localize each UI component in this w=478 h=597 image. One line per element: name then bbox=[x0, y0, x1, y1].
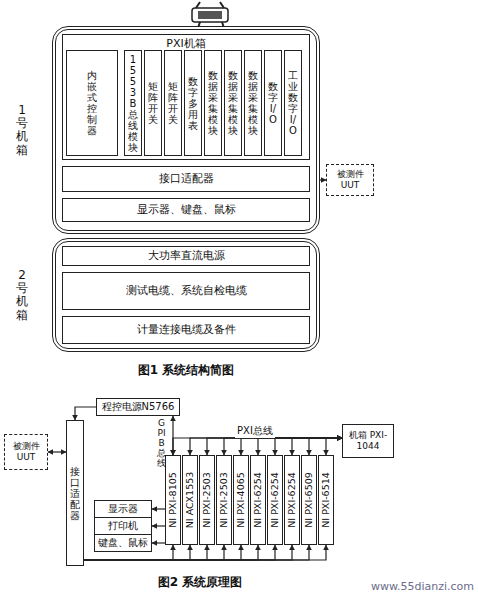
node-text: 1553B总线模块 bbox=[128, 54, 138, 153]
pxi-module: NI PXI-6254 bbox=[250, 455, 266, 545]
node-text: 程控电源N5766 bbox=[102, 401, 175, 413]
node-text: NI PXI-6254 bbox=[286, 472, 297, 528]
node-text: 2号机箱 bbox=[16, 269, 28, 322]
node-text: 显示器、键盘、鼠标 bbox=[137, 203, 236, 216]
watermark: www.55dianzi.com bbox=[371, 580, 474, 593]
node-text: 测试电缆、系统自检电缆 bbox=[126, 284, 247, 297]
node-text: 被测件 UUT bbox=[327, 169, 373, 191]
connector bbox=[309, 438, 342, 455]
node-text: NI PXI-8105 bbox=[167, 472, 178, 528]
pxi-module: 工业数字I/O bbox=[284, 50, 302, 156]
controller-module: 内嵌式控制器 bbox=[66, 50, 118, 156]
node-text: NI PXI-6514 bbox=[320, 472, 331, 528]
connector bbox=[173, 438, 342, 455]
connector bbox=[275, 438, 342, 455]
node-text: PXI机箱 bbox=[63, 37, 309, 50]
node-text: 数据采集模块 bbox=[228, 70, 238, 136]
node-text: 机箱 PXI-1044 bbox=[343, 430, 393, 452]
connector bbox=[190, 438, 342, 455]
connector bbox=[152, 508, 165, 509]
power-band: 大功率直流电源 bbox=[62, 246, 310, 266]
connector bbox=[292, 438, 342, 455]
cabinet-1: 1号机箱PXI机箱内嵌式控制器1553B总线模块矩阵开关矩阵开关数字多用表数据采… bbox=[52, 26, 320, 234]
pxi-module: NI PXI-6254 bbox=[284, 455, 300, 545]
node-text: 矩阵开关 bbox=[148, 81, 158, 125]
node-text: 接口适配器 bbox=[159, 172, 214, 185]
connector bbox=[48, 451, 66, 452]
pxi-module: NI PXI-8105 bbox=[165, 455, 181, 545]
node-text: 被测件 UUT bbox=[5, 441, 47, 463]
node-text: 数据采集模块 bbox=[208, 70, 218, 136]
bus-label: GPIB总线 bbox=[157, 419, 166, 468]
cable-band: 测试电缆、系统自检电缆 bbox=[62, 272, 310, 310]
node-text: 数字多用表 bbox=[188, 76, 198, 131]
handle-legs bbox=[196, 2, 224, 28]
peripheral-band: 显示器、键盘、鼠标 bbox=[62, 198, 310, 222]
pxi-module: NI PXI-6254 bbox=[267, 455, 283, 545]
printer-box: 打印机 bbox=[94, 517, 152, 535]
node-text: 接口适配器 bbox=[70, 466, 80, 521]
uut-box: 被测件 UUT bbox=[326, 164, 374, 196]
node-text: NI PXI-6254 bbox=[252, 472, 263, 528]
handle-body bbox=[192, 8, 228, 22]
connector bbox=[152, 542, 165, 543]
pxi-module: 数据采集模块 bbox=[244, 50, 262, 156]
node-text: 打印机 bbox=[108, 520, 138, 532]
pxi-module: 矩阵开关 bbox=[144, 50, 162, 156]
keyboard-box: 键盘、鼠标 bbox=[94, 534, 152, 552]
node-text: NI PXI-2503 bbox=[201, 472, 212, 528]
node-text: 数据采集模块 bbox=[248, 70, 258, 136]
pxi-module: 1553B总线模块 bbox=[124, 50, 142, 156]
figure-caption: 图1 系统结构简图 bbox=[138, 362, 235, 379]
pxi-module: NI PXI-2503 bbox=[199, 455, 215, 545]
connector bbox=[75, 407, 96, 420]
cabinet-2: 2号机箱大功率直流电源测试电缆、系统自检电缆计量连接电缆及备件 bbox=[52, 238, 320, 352]
display-box: 显示器 bbox=[94, 500, 152, 518]
pxi-module: NI PXI-6509 bbox=[301, 455, 317, 545]
connector bbox=[224, 438, 342, 455]
node-text: NI PXI-6509 bbox=[303, 472, 314, 528]
pxi-module: 数字多用表 bbox=[184, 50, 202, 156]
chassis-box: 机箱 PXI-1044 bbox=[342, 424, 394, 458]
power-supply-box: 程控电源N5766 bbox=[96, 398, 180, 416]
uut-box: 被测件 UUT bbox=[4, 434, 48, 470]
pxi-module: NI PXI-6514 bbox=[318, 455, 334, 545]
pxi-chassis: PXI机箱内嵌式控制器1553B总线模块矩阵开关矩阵开关数字多用表数据采集模块数… bbox=[62, 34, 310, 160]
node-text: NI PXI-6254 bbox=[269, 472, 280, 528]
node-text: 内嵌式控制器 bbox=[87, 70, 97, 136]
node-text: 大功率直流电源 bbox=[148, 249, 225, 262]
handle-grip bbox=[198, 11, 222, 19]
connector bbox=[241, 438, 342, 455]
connector bbox=[326, 438, 342, 455]
node-text: 键盘、鼠标 bbox=[98, 537, 148, 549]
connector bbox=[152, 525, 165, 526]
node-text: 数字I/O bbox=[268, 81, 278, 125]
node-text: 矩阵开关 bbox=[168, 81, 178, 125]
pxi-module: 数据采集模块 bbox=[204, 50, 222, 156]
node-text: NI PXI-2503 bbox=[218, 472, 229, 528]
node-text: 计量连接电缆及备件 bbox=[137, 323, 236, 336]
interface-adapter: 接口适配器 bbox=[66, 420, 84, 566]
node-text: NI ACX1553 bbox=[184, 472, 195, 529]
pxi-module: NI ACX1553 bbox=[182, 455, 198, 545]
node-text: 1号机箱 bbox=[16, 104, 28, 157]
spares-band: 计量连接电缆及备件 bbox=[62, 316, 310, 344]
bus-label: PXI总线 bbox=[235, 424, 275, 438]
node-text: NI PXI-4065 bbox=[235, 472, 246, 528]
figure-caption: 图2 系统原理图 bbox=[158, 574, 243, 591]
pxi-module: NI PXI-2503 bbox=[216, 455, 232, 545]
pxi-module: 矩阵开关 bbox=[164, 50, 182, 156]
adapter-band: 接口适配器 bbox=[62, 166, 310, 192]
pxi-module: NI PXI-4065 bbox=[233, 455, 249, 545]
pxi-module: 数字I/O bbox=[264, 50, 282, 156]
pxi-module: 数据采集模块 bbox=[224, 50, 242, 156]
node-text: 显示器 bbox=[108, 503, 138, 515]
node-text: 工业数字I/O bbox=[288, 70, 298, 136]
connector bbox=[258, 438, 342, 455]
connector bbox=[207, 438, 342, 455]
